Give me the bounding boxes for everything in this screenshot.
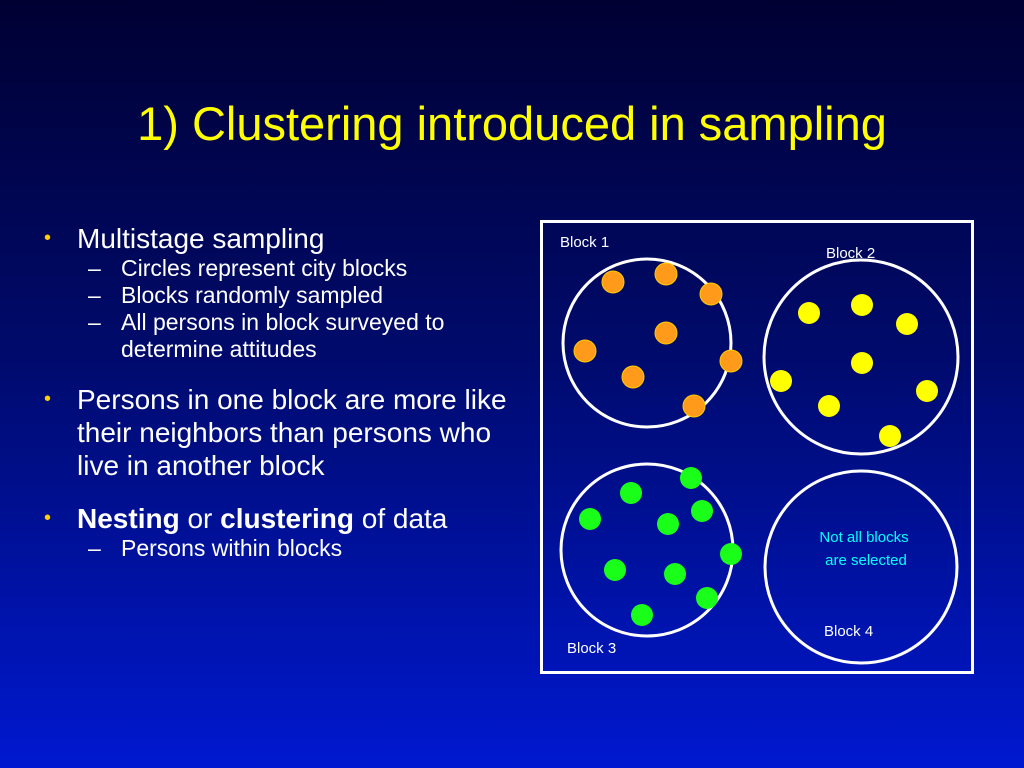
block-diagram: Block 1 Block 2 [559, 234, 960, 665]
person-dot [696, 587, 718, 609]
person-dot [682, 394, 706, 418]
note-line: are selected [825, 552, 907, 569]
bullet-item: • Multistage sampling [44, 222, 534, 255]
dash-icon: – [88, 535, 101, 561]
bold-term: clustering [220, 503, 354, 534]
person-dot [879, 425, 901, 447]
bullet-dot-icon: • [44, 507, 52, 529]
dash-icon: – [88, 282, 101, 308]
slide-title: 1) Clustering introduced in sampling [137, 97, 887, 150]
bullet-text: Nesting or clustering of data [77, 503, 447, 534]
block-circle [561, 257, 733, 429]
block-circle [762, 258, 960, 456]
person-dot [719, 349, 743, 373]
block-1-persons [573, 262, 743, 418]
connector-text: or [179, 503, 221, 534]
sub-bullet-item: – Persons within blocks [44, 535, 534, 562]
block-label: Block 2 [826, 245, 875, 262]
person-dot [601, 270, 625, 294]
block-label: Block 3 [567, 640, 616, 657]
person-dot [654, 321, 678, 345]
person-dot [631, 604, 653, 626]
dash-icon: – [88, 255, 101, 281]
block-note: Not all blocks are selected [819, 529, 908, 569]
person-dot [916, 380, 938, 402]
block-3-persons [579, 467, 742, 626]
person-dot [620, 482, 642, 504]
person-dot [680, 467, 702, 489]
person-dot [604, 559, 626, 581]
person-dot [770, 370, 792, 392]
block-circle [763, 469, 959, 665]
person-dot [621, 365, 645, 389]
bullet-list: • Multistage sampling – Circles represen… [44, 222, 534, 562]
bullet-dot-icon: • [44, 227, 52, 249]
block-label: Block 1 [560, 234, 609, 251]
person-dot [818, 395, 840, 417]
person-dot [579, 508, 601, 530]
person-dot [664, 563, 686, 585]
person-dot [691, 500, 713, 522]
person-dot [720, 543, 742, 565]
person-dot [798, 302, 820, 324]
bullet-item: • Persons in one block are more like the… [44, 383, 534, 482]
bold-term: Nesting [77, 503, 180, 534]
person-dot [896, 313, 918, 335]
sub-bullet-text: Blocks randomly sampled [121, 282, 384, 308]
block-diagram-panel: Block 1 Block 2 [540, 220, 974, 674]
note-line: Not all blocks [819, 529, 908, 546]
sub-bullet-text: Persons within blocks [121, 535, 343, 561]
sub-bullet-item: – Circles represent city blocks [44, 255, 534, 282]
bullet-item: • Nesting or clustering of data [44, 502, 534, 535]
block-2-persons [770, 294, 938, 447]
dash-icon: – [88, 309, 101, 335]
sub-bullet-item: – All persons in block surveyed to deter… [44, 309, 534, 363]
block-label: Block 4 [824, 623, 873, 640]
sub-bullet-text: Circles represent city blocks [121, 255, 408, 281]
sub-bullet-item: – Blocks randomly sampled [44, 282, 534, 309]
bullet-dot-icon: • [44, 388, 52, 410]
person-dot [654, 262, 678, 286]
bullet-text: Multistage sampling [77, 223, 325, 254]
person-dot [851, 294, 873, 316]
person-dot [573, 339, 597, 363]
connector-text: of data [353, 503, 448, 534]
person-dot [657, 513, 679, 535]
person-dot [699, 282, 723, 306]
person-dot [851, 352, 873, 374]
bullet-text: Persons in one block are more like their… [77, 384, 507, 481]
sub-bullet-text: All persons in block surveyed to determi… [121, 309, 445, 362]
